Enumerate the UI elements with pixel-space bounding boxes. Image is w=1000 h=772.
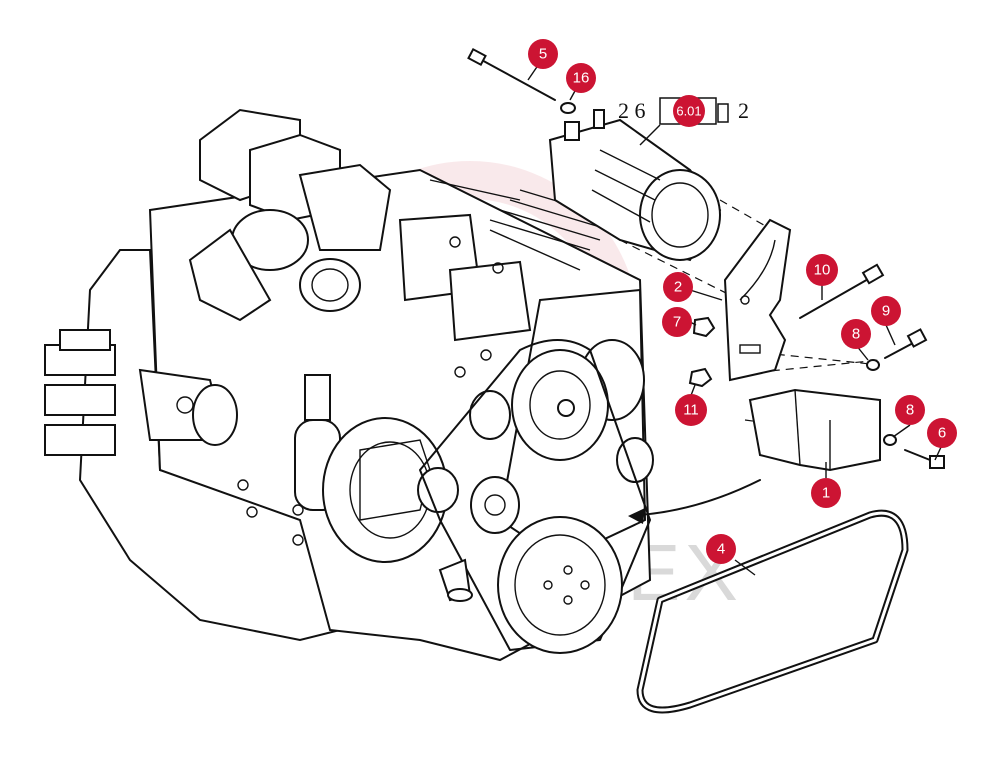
support-bracket-part-1 (748, 388, 881, 472)
bolt-part-10 (799, 263, 885, 319)
washer-part-16 (560, 102, 576, 114)
svg-text:8: 8 (852, 326, 860, 343)
svg-text:16: 16 (573, 70, 590, 87)
svg-text:6.01: 6.01 (676, 104, 701, 119)
callout-badge-2: 2 (663, 272, 693, 302)
nut-part-7 (692, 316, 716, 338)
bolt-part-5 (467, 47, 556, 101)
callout-badge-11: 11 (675, 394, 707, 426)
engine-assembly (44, 108, 654, 662)
callout-badge-9: 9 (871, 296, 901, 326)
reference-suffix: 2 (738, 98, 749, 123)
ac-compressor (548, 109, 722, 262)
callout-badge-8-upper: 8 (841, 319, 871, 349)
reference-prefix: 2 6 (618, 98, 646, 123)
bolt-part-9 (884, 328, 928, 359)
callout-badge-6: 6 (927, 418, 957, 448)
svg-text:2: 2 (674, 279, 682, 296)
svg-text:8: 8 (906, 402, 914, 419)
svg-text:6: 6 (938, 425, 946, 442)
nut-part-11 (688, 367, 713, 388)
callout-badge-8-lower: 8 (895, 395, 925, 425)
svg-text:4: 4 (717, 541, 725, 558)
callout-badge-1: 1 (811, 478, 841, 508)
mounting-bracket-part-2 (723, 218, 792, 382)
svg-text:5: 5 (539, 46, 547, 63)
callout-badge-4: 4 (706, 534, 736, 564)
callout-badge-10: 10 (806, 254, 838, 286)
svg-text:11: 11 (683, 402, 699, 419)
callout-badge-reference: 6.01 (673, 95, 705, 127)
assembly-direction-arrow (628, 479, 761, 524)
svg-text:7: 7 (673, 314, 681, 331)
svg-text:1: 1 (822, 485, 830, 502)
svg-text:10: 10 (814, 262, 831, 279)
callout-badge-16: 16 (566, 63, 596, 93)
drive-belt-part-4 (636, 509, 909, 714)
washer-part-8 (866, 359, 897, 446)
callout-badge-7: 7 (662, 307, 692, 337)
callout-badge-5: 5 (528, 39, 558, 69)
svg-text:9: 9 (882, 303, 890, 320)
